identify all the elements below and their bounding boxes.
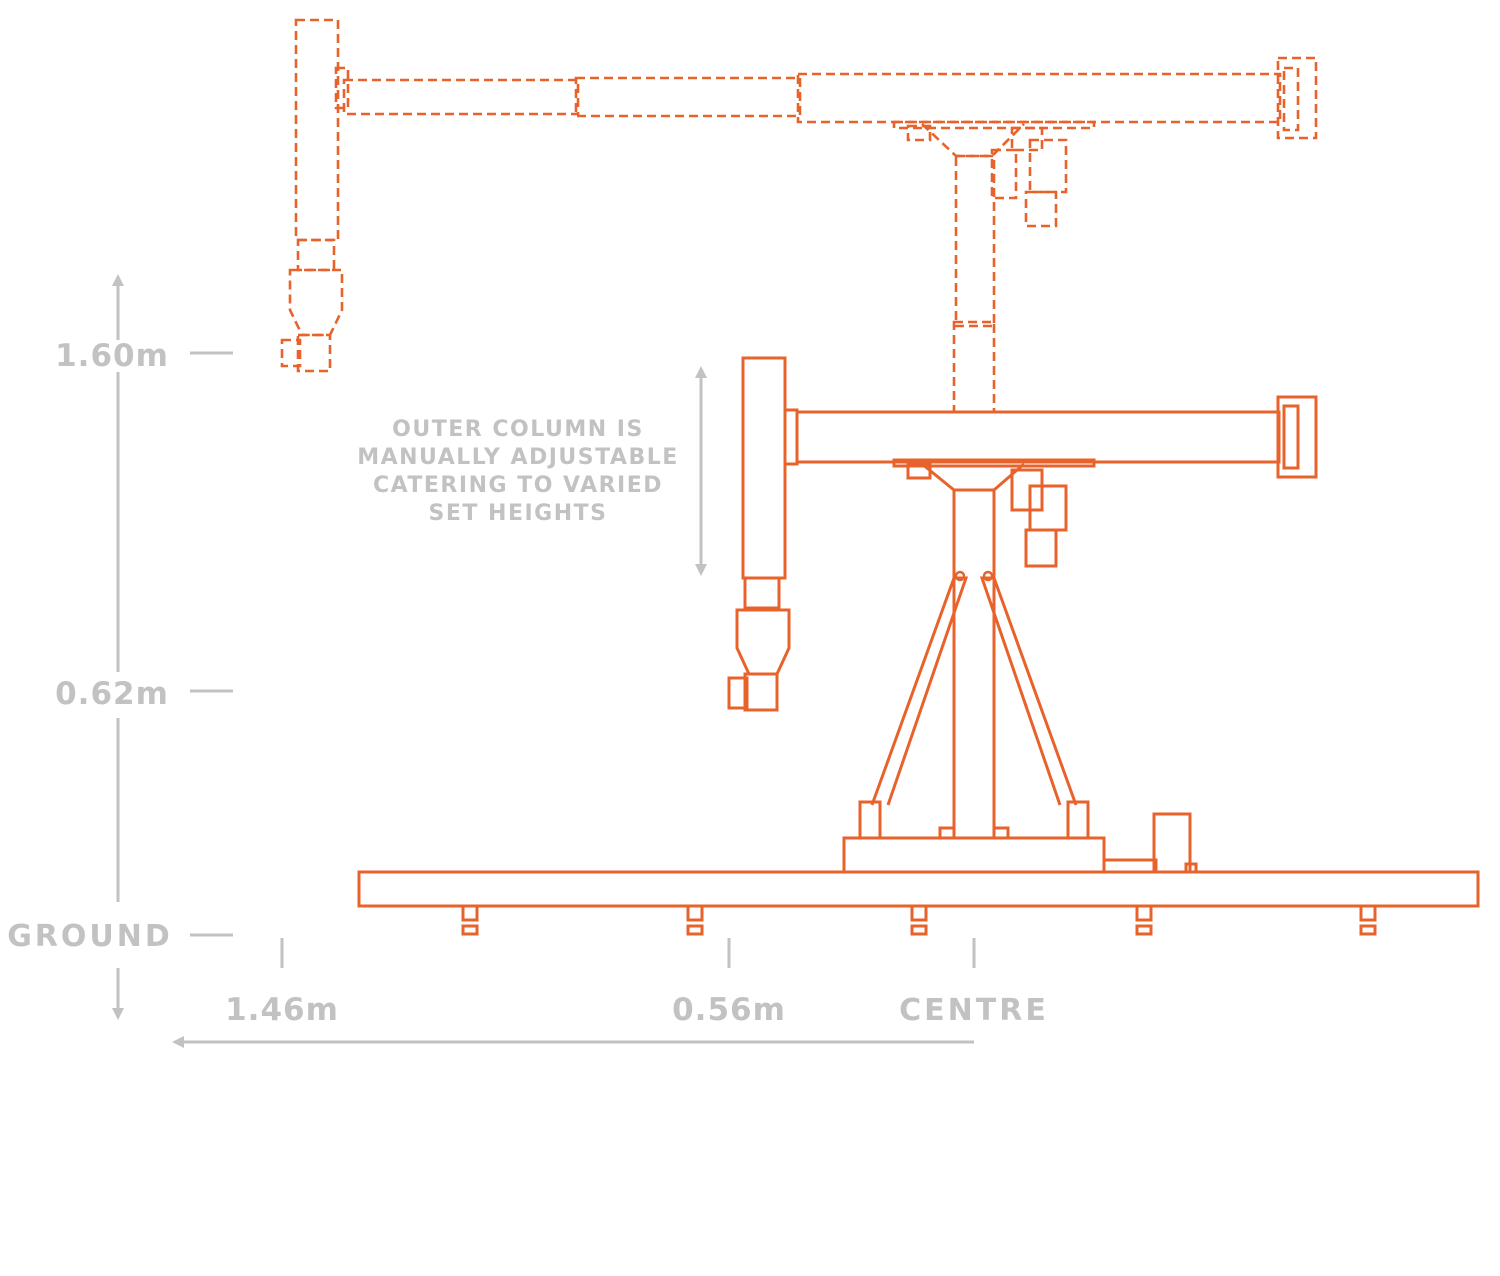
horizontal-scale: 1.46m 0.56m CENTRE xyxy=(172,938,1049,1048)
height-label-low: 0.62m xyxy=(55,676,169,712)
lowered-position-rig xyxy=(357,356,1480,936)
rail-feet xyxy=(461,904,1377,936)
raised-position-ghost xyxy=(280,18,1318,414)
height-label-high: 1.60m xyxy=(55,338,169,374)
note-line-1: OUTER COLUMN IS xyxy=(392,417,644,442)
note-line-3: CATERING TO VARIED xyxy=(373,473,663,498)
reach-label-far: 1.46m xyxy=(225,992,339,1028)
vertical-scale: 1.60m 0.62m GROUND xyxy=(7,274,233,1020)
adjustment-note: OUTER COLUMN IS MANUALLY ADJUSTABLE CATE… xyxy=(357,366,707,576)
note-line-4: SET HEIGHTS xyxy=(429,501,608,526)
centre-label: CENTRE xyxy=(899,993,1049,1028)
ground-label: GROUND xyxy=(7,919,173,954)
note-line-2: MANUALLY ADJUSTABLE xyxy=(357,445,679,470)
reach-label-mid: 0.56m xyxy=(672,992,786,1028)
